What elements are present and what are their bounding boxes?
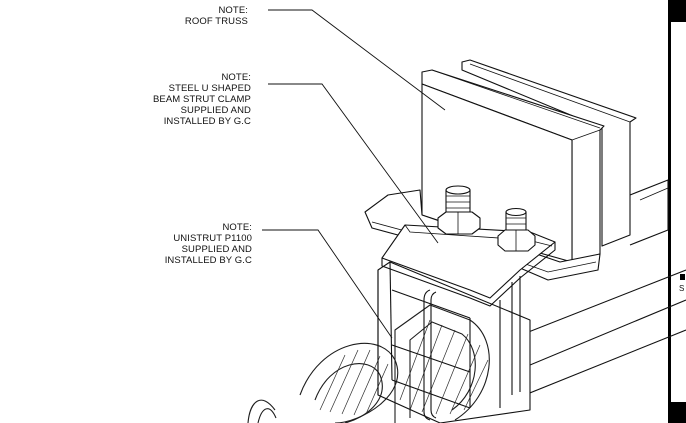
- note-line: BEAM STRUT CLAMP: [152, 94, 251, 105]
- note-line: INSTALLED BY G.C: [163, 116, 251, 127]
- watermark: [247, 304, 490, 423]
- note-line: STEEL U SHAPED: [168, 83, 251, 94]
- note-line: ROOF TRUSS: [184, 16, 248, 27]
- note-line: UNISTRUT P1100: [173, 233, 252, 244]
- note-line: SUPPLIED AND: [180, 105, 251, 116]
- bolt-left: [437, 185, 481, 235]
- note-line: NOTE:: [218, 5, 248, 16]
- leader-beam-clamp: [268, 83, 439, 244]
- note-line: NOTE:: [222, 222, 252, 233]
- unistrut-channel: [377, 261, 531, 423]
- leader-unistrut: [262, 229, 393, 339]
- note-beam-strut-clamp: NOTE: STEEL U SHAPED BEAM STRUT CLAMP SU…: [153, 72, 251, 127]
- border-mark: [680, 274, 685, 280]
- note-line: SUPPLIED AND: [181, 244, 252, 255]
- border-edge-text: S: [679, 284, 685, 293]
- bolt-right: [497, 207, 536, 252]
- note-line: NOTE:: [221, 72, 251, 83]
- sheet-border-inner: [671, 22, 686, 402]
- leader-roof-truss: [268, 9, 446, 111]
- note-unistrut: NOTE: UNISTRUT P1100 SUPPLIED AND INSTAL…: [165, 222, 252, 266]
- note-line: INSTALLED BY G.C: [164, 255, 252, 266]
- note-roof-truss: NOTE: ROOF TRUSS: [185, 5, 248, 27]
